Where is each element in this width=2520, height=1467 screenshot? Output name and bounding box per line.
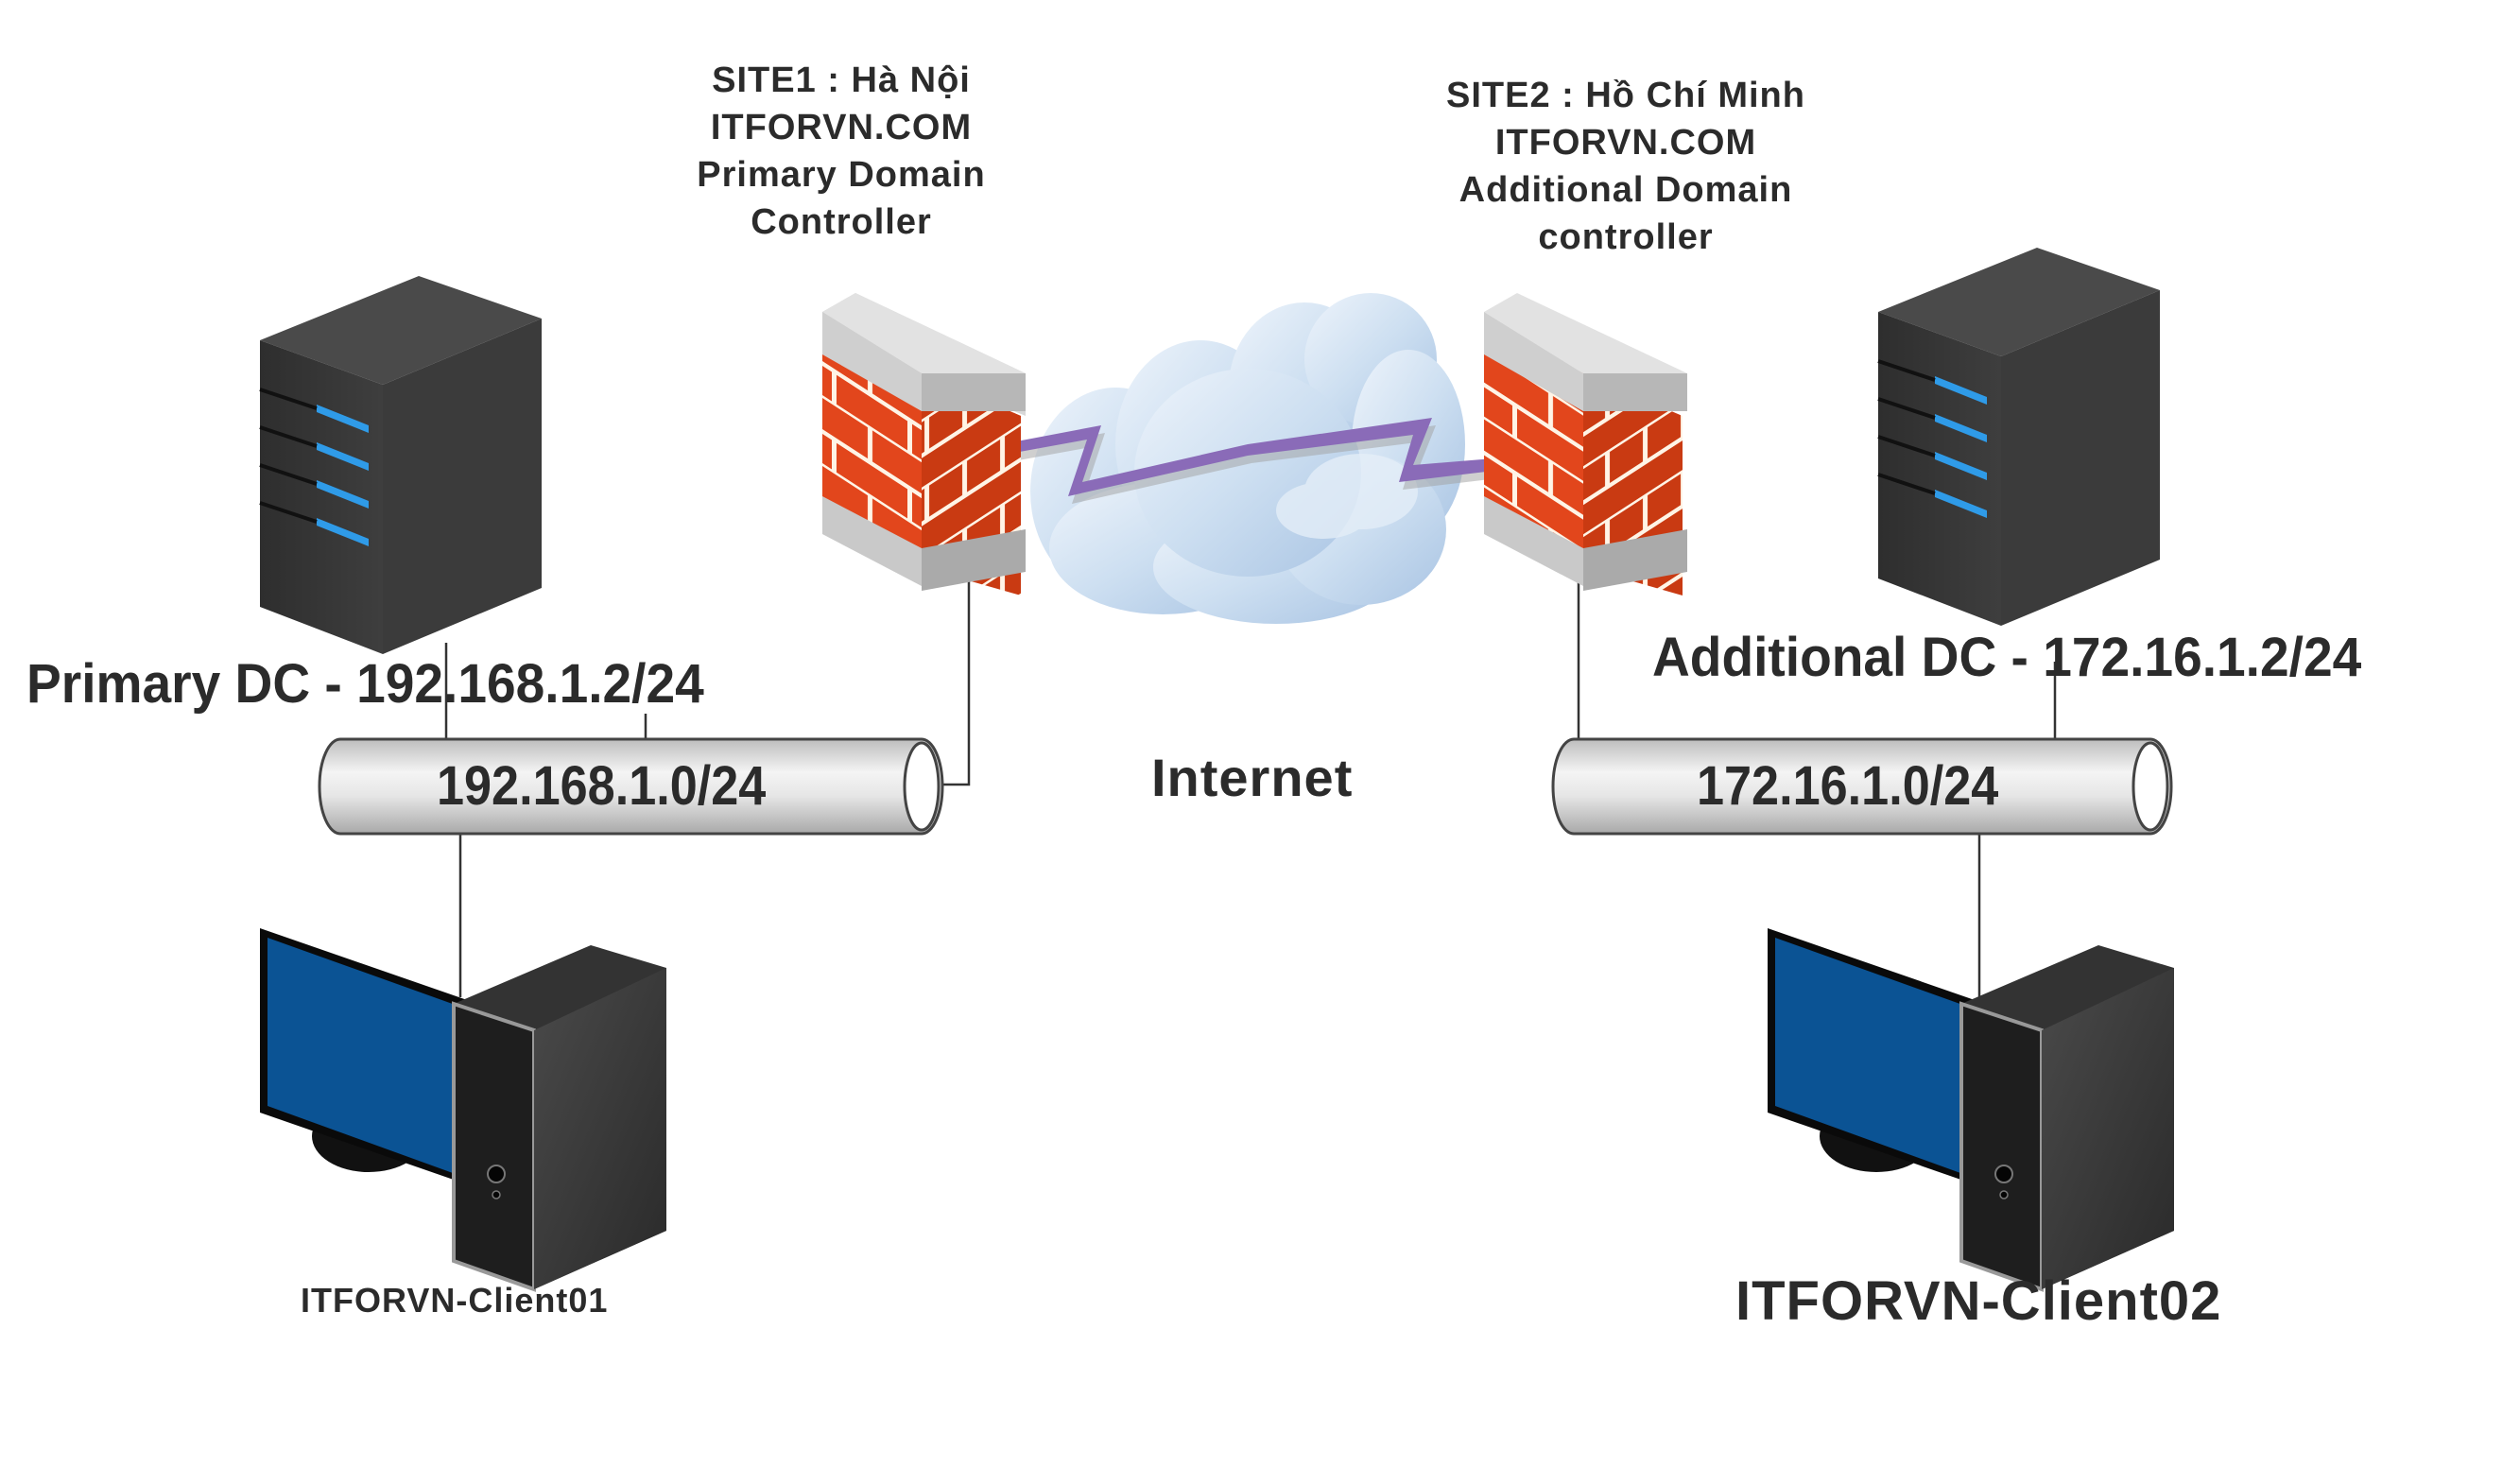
site2-label-line: ITFORVN.COM (1494, 123, 1757, 163)
network-172-16-1-0-label: 172.16.1.0/24 (1697, 755, 1999, 817)
firewall-site2-icon (1484, 293, 1687, 595)
site1-label: SITE1 : Hà Nội ITFORVN.COM Primary Domai… (681, 57, 1002, 246)
site1-label-line: Controller (751, 202, 932, 242)
site2-label-line: controller (1538, 217, 1714, 257)
internet-cloud-icon (1030, 293, 1465, 624)
internet-label: Internet (1151, 748, 1354, 807)
site2-label: SITE2 : Hồ Chí Minh ITFORVN.COM Addition… (1418, 72, 1834, 261)
site1-label-line: SITE1 : Hà Nội (712, 60, 971, 100)
site1-label-line: ITFORVN.COM (710, 108, 973, 147)
site1-label-line: Primary Domain (697, 155, 986, 195)
client02-computer-icon (1768, 928, 2174, 1292)
primary-dc-server-icon (259, 276, 542, 654)
firewall1-link (936, 548, 971, 786)
client02-label: ITFORVN-Client02 (1735, 1270, 2222, 1332)
network-192-168-1-0-label: 192.168.1.0/24 (437, 755, 767, 817)
client01-label: ITFORVN-Client01 (301, 1281, 609, 1320)
additional-dc-label: Additional DC - 172.16.1.2/24 (1652, 627, 2362, 688)
primary-dc-label: Primary DC - 192.168.1.2/24 (26, 653, 704, 715)
site2-label-line: SITE2 : Hồ Chí Minh (1446, 76, 1805, 115)
additional-dc-server-icon (1877, 248, 2160, 626)
site2-label-line: Additional Domain (1458, 170, 1793, 210)
network-segment-192-168-1-0-pipe (318, 737, 944, 836)
network-segment-172-16-1-0-pipe (1551, 737, 2173, 836)
firewall-site1-icon (822, 293, 1026, 595)
client01-computer-icon (260, 928, 666, 1292)
